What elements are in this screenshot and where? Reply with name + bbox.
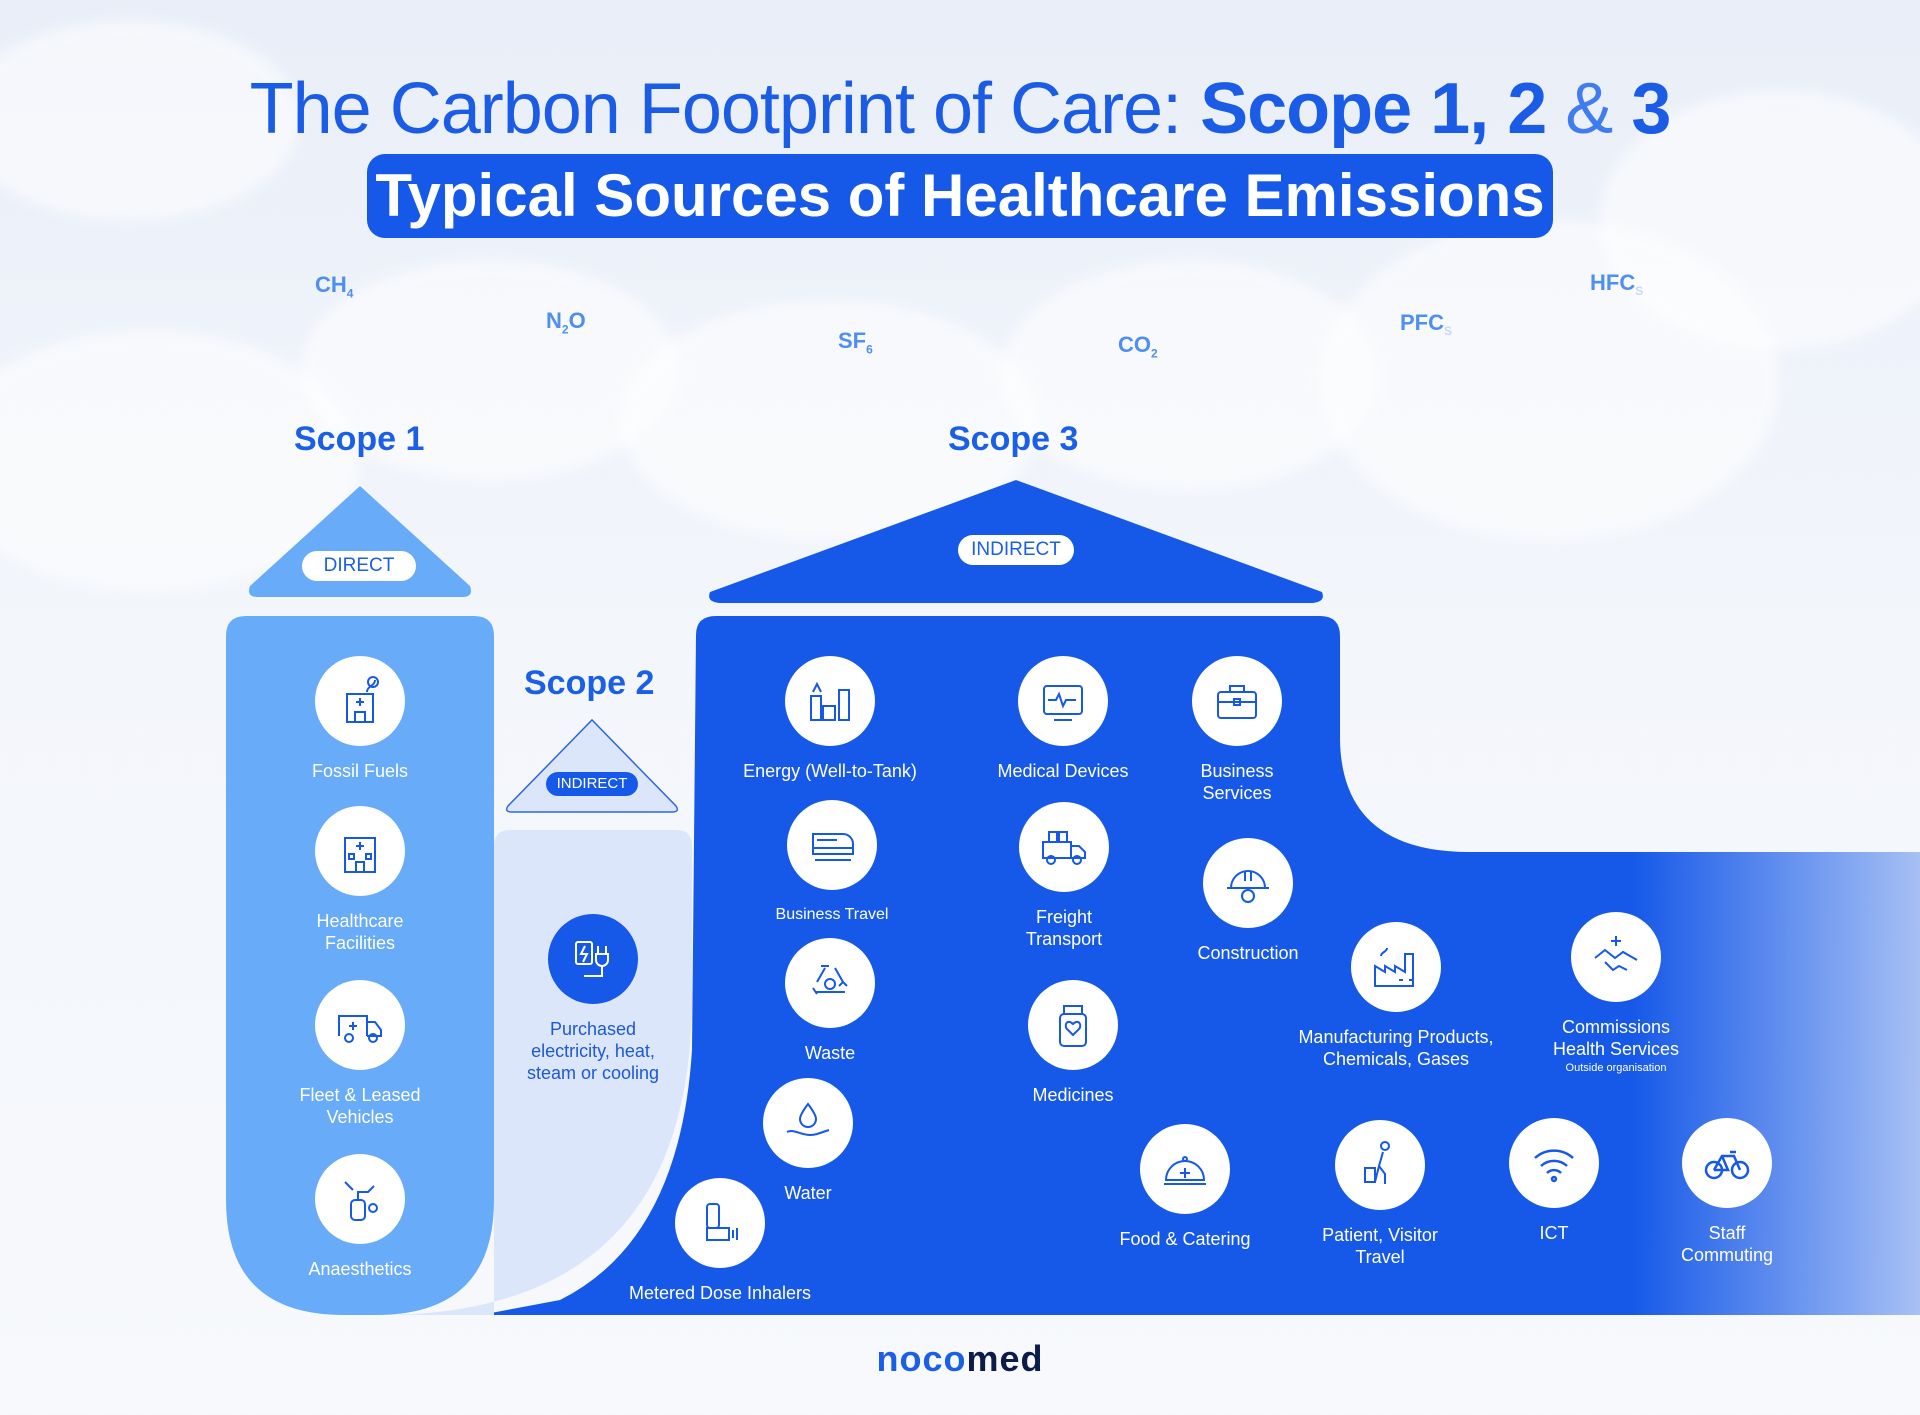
ambulance-icon: [315, 980, 405, 1070]
background-cloud: [1600, 90, 1920, 350]
title-part-3: 3: [1631, 69, 1671, 149]
fossil-fuels-icon: [315, 656, 405, 746]
scope1-item-anaesthetics: Anaesthetics: [250, 1154, 470, 1280]
subtitle-banner: Typical Sources of Healthcare Emissions: [367, 154, 1553, 238]
scope1-item-healthcare-facilities: Healthcare Facilities: [250, 806, 470, 954]
truck-icon: [1019, 802, 1109, 892]
gas-label-pfcs: PFCS: [1400, 310, 1453, 339]
scope3-item-inhalers: Metered Dose Inhalers: [610, 1178, 830, 1304]
brand-logo: nocomed: [876, 1338, 1044, 1379]
water-hand-icon: [763, 1078, 853, 1168]
gas-label-co2: CO2: [1118, 332, 1158, 361]
hospital-icon: [315, 806, 405, 896]
hard-hat-icon: [1203, 838, 1293, 928]
title-ampersand: &: [1546, 69, 1632, 149]
energy-station-icon: [785, 656, 875, 746]
background-cloud: [300, 260, 680, 480]
scope2-badge: INDIRECT: [546, 772, 638, 796]
scope3-item-construction: Construction: [1138, 838, 1358, 964]
gas-label-hfcs: HFCS: [1590, 270, 1644, 299]
handshake-icon: [1571, 912, 1661, 1002]
gas-label-ch4: CH4: [315, 272, 354, 301]
scope3-item-staff-commuting: Staff Commuting: [1617, 1118, 1837, 1266]
scope1-label: Scope 1: [294, 420, 425, 458]
scope3-item-patient-travel: Patient, Visitor Travel: [1270, 1120, 1490, 1268]
cloche-icon: [1140, 1124, 1230, 1214]
factory-icon: [1351, 922, 1441, 1012]
recycle-icon: [785, 938, 875, 1028]
wifi-icon: [1509, 1118, 1599, 1208]
anaesthetics-icon: [315, 1154, 405, 1244]
heart-monitor-icon: [1018, 656, 1108, 746]
scope3-item-business-services: Business Services: [1127, 656, 1347, 804]
scope3-item-commissions: Commissions Health Services Outside orga…: [1506, 912, 1726, 1074]
scope1-item-fossil-fuels: Fossil Fuels: [250, 656, 470, 782]
scope3-item-freight-transport: Freight Transport: [954, 802, 1174, 950]
bicycle-icon: [1682, 1118, 1772, 1208]
background-cloud: [1000, 260, 1380, 490]
traveler-icon: [1335, 1120, 1425, 1210]
scope3-item-medicines: Medicines: [963, 980, 1183, 1106]
scope3-item-manufacturing: Manufacturing Products, Chemicals, Gases: [1286, 922, 1506, 1070]
gas-label-sf6: SF6: [838, 328, 873, 357]
title-part-2: Scope 1, 2: [1200, 69, 1547, 149]
scope3-item-water: Water: [698, 1078, 918, 1204]
page-title: The Carbon Footprint of Care: Scope 1, 2…: [0, 68, 1920, 150]
train-icon: [787, 800, 877, 890]
scope3-label: Scope 3: [948, 420, 1079, 458]
medicine-bottle-icon: [1028, 980, 1118, 1070]
scope1-item-fleet-vehicles: Fleet & Leased Vehicles: [250, 980, 470, 1128]
scope3-badge: INDIRECT: [958, 535, 1074, 565]
title-part-1: The Carbon Footprint of Care:: [249, 69, 1201, 149]
scope3-item-ict: ICT: [1444, 1118, 1664, 1244]
scope2-item-electricity: Purchased electricity, heat, steam or co…: [483, 914, 703, 1084]
scope3-item-energy: Energy (Well-to-Tank): [720, 656, 940, 782]
inhaler-icon: [675, 1178, 765, 1268]
electricity-plug-icon: [548, 914, 638, 1004]
scope3-item-medical-devices: Medical Devices: [953, 656, 1173, 782]
scope2-label: Scope 2: [524, 664, 655, 702]
scope3-item-waste: Waste: [720, 938, 940, 1064]
scope3-item-food: Food & Catering: [1075, 1124, 1295, 1250]
scope1-body: [226, 616, 494, 1315]
scope2-roof: [505, 718, 679, 813]
scope1-badge: DIRECT: [302, 551, 416, 581]
briefcase-icon: [1192, 656, 1282, 746]
gas-label-n2o: N2O: [546, 308, 586, 337]
background-cloud: [0, 20, 300, 220]
scope3-item-business-travel: Business Travel: [722, 800, 942, 926]
